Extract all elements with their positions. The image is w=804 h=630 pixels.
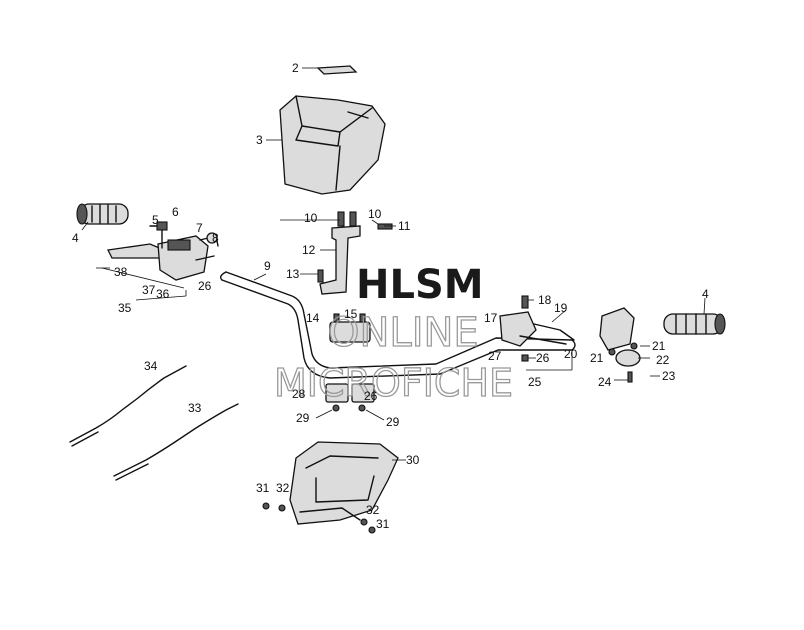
part-upper-cover [279,95,386,195]
callout-31-right: 31 [376,517,390,531]
leader-lines [81,67,706,461]
callout-11: 11 [398,219,411,233]
callout-21-right: 21 [652,339,666,353]
callout-25: 25 [528,375,542,389]
callout-35: 35 [118,301,132,315]
callout-10-right: 10 [368,207,382,221]
part-right-lever-assembly [499,295,575,362]
callout-28: 28 [292,387,306,401]
callout-32-left: 32 [276,481,290,495]
callout-13: 13 [286,267,300,281]
watermark-hlsm: HLSM [356,262,484,308]
part-emblem [316,65,358,75]
callout-21-left: 21 [590,351,604,365]
watermark-online: ONLINE [328,310,479,356]
callout-5: 5 [152,213,159,227]
callout-29-left: 29 [296,411,310,425]
callout-26-mid: 26 [536,351,550,365]
watermark-microfiche: MICROFICHE [274,361,513,405]
callout-37: 37 [142,283,156,297]
part-center-bracket [317,211,393,295]
callout-15: 15 [344,307,358,321]
part-lower-cover [289,441,399,525]
callout-26-left: 26 [198,279,212,293]
callout-29-right: 29 [386,415,400,429]
callout-9: 9 [264,259,271,273]
callout-18: 18 [538,293,552,307]
part-left-lever-assembly [107,221,219,281]
callout-6: 6 [172,205,179,219]
callout-38: 38 [114,265,128,279]
callout-2: 2 [292,61,299,75]
callout-19: 19 [554,301,568,315]
callout-36: 36 [156,287,170,301]
callout-4-left: 4 [72,231,79,245]
callout-labels: 2 3 4 4 5 6 7 8 9 10 10 11 12 13 14 15 1… [72,61,709,531]
part-handlebar [219,271,576,379]
callout-7: 7 [196,221,203,235]
callout-31-left: 31 [256,481,270,495]
callout-26-right: 26 [364,389,378,403]
callout-10-left: 10 [304,211,318,225]
callout-3: 3 [256,133,263,147]
callout-12: 12 [302,243,316,257]
callout-32-right: 32 [366,503,380,517]
watermark: ONLINE MICROFICHE HLSM [273,262,513,406]
callout-14: 14 [306,311,320,325]
callout-20: 20 [564,347,578,361]
callout-30: 30 [406,453,420,467]
callout-22: 22 [656,353,670,367]
part-bar-clamps [325,313,375,412]
callout-24: 24 [598,375,612,389]
callout-17: 17 [484,311,498,325]
callout-34: 34 [144,359,158,373]
callout-27: 27 [488,349,502,363]
part-fasteners [262,502,376,534]
part-cables [69,365,239,481]
callout-23: 23 [662,369,676,383]
callout-33: 33 [188,401,202,415]
part-switch-housing [599,307,641,383]
part-left-grip [76,203,129,225]
part-right-grip [663,313,726,335]
callout-4-right: 4 [702,287,709,301]
callout-8: 8 [212,231,219,245]
